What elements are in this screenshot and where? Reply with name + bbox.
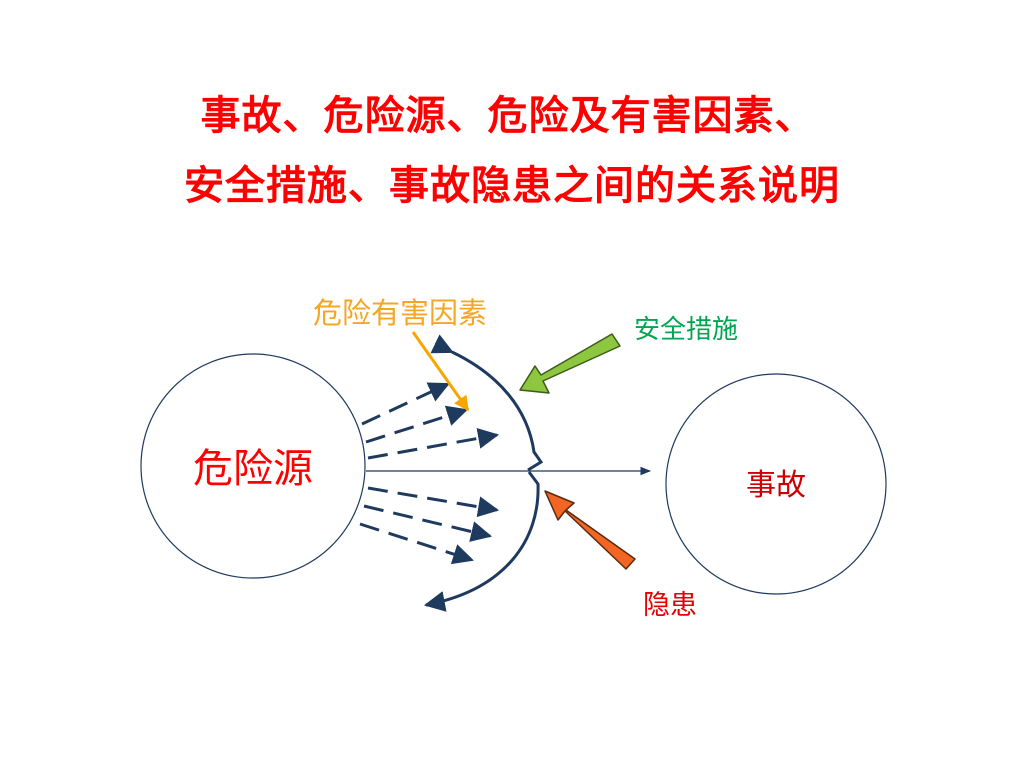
- hidden-danger-label: 隐患: [643, 590, 697, 621]
- title-line-2: 安全措施、事故隐患之间的关系说明: [184, 163, 840, 209]
- accident-label: 事故: [746, 468, 806, 503]
- hidden-danger-arrow: [544, 490, 636, 570]
- dashed-arrow-2: [365, 405, 469, 444]
- dashed-arrow-3: [367, 427, 500, 460]
- dashed-arrow-6: [359, 522, 474, 565]
- accident-circle: [665, 373, 887, 595]
- hazard-source-circle: [140, 353, 366, 579]
- title-line-1: 事故、危险源、危险及有害因素、: [200, 93, 816, 139]
- harmful-factors-arrow: [411, 331, 470, 412]
- barrier-upper-curve: [430, 334, 544, 472]
- barrier-lower-curve: [423, 471, 540, 612]
- hazard-source-label: 危险源: [193, 446, 313, 492]
- safety-measures-label: 安全措施: [634, 315, 738, 345]
- dashed-arrow-5: [363, 504, 493, 542]
- dashed-arrow-4: [367, 486, 500, 518]
- dashed-arrow-1: [361, 382, 450, 426]
- harmful-factors-label: 危险有害因素: [313, 296, 487, 330]
- safety-barrier: [423, 334, 544, 612]
- safety-measures-arrow: [519, 333, 621, 394]
- dashed-hazard-arrows: [359, 382, 500, 565]
